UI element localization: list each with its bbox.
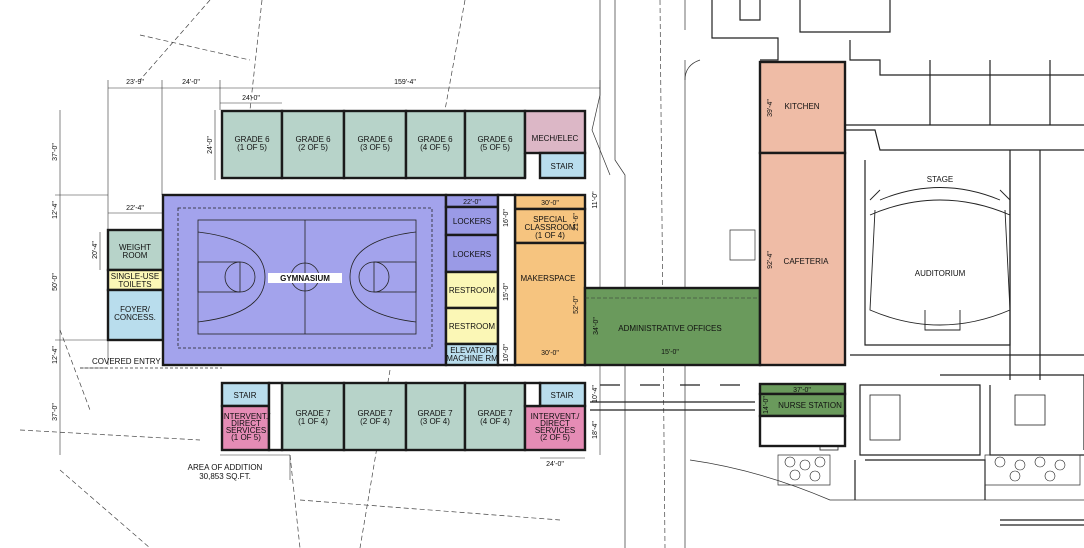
label-covered-entry: COVERED ENTRY [92,357,161,366]
label-nurse: NURSE STATION [778,401,842,410]
room-grade7-2 [342,381,408,452]
label-mech: MECH/ELEC [532,134,579,143]
dim-14-0: 14'-0" [763,396,770,414]
label-restroom-1: RESTROOM [449,286,496,295]
room-grade6-3 [342,109,408,180]
label-admin: ADMINISTRATIVE OFFICES [618,324,721,333]
label-kitchen: KITCHEN [784,102,819,111]
nurse-wing: 37'-0" NURSE STATION 14'-0" [758,382,847,448]
grade-6-wing: GRADE 6(1 OF 5) GRADE 6(2 OF 5) GRADE 6(… [220,109,587,180]
dimension-labels: 23'-9" 24'-0" 159'-4" 24'-0" 37'-0" 24'-… [52,79,599,468]
label-elevator: ELEVATOR/MACHINE RM [446,346,498,363]
dim-15-0-b: 15'-0" [661,349,679,356]
cafeteria-wing: KITCHEN CAFETERIA 39'-4" 92'-4" STAGE AU… [758,60,966,367]
covered-entry: COVERED ENTRY [80,357,222,369]
dim-50-0: 50'-0" [52,273,59,291]
room-grade7-3 [404,381,467,452]
dim-37-0-n: 37'-0" [793,387,811,394]
dim-22-0: 22'-0" [463,199,481,206]
locker-column: LOCKERS LOCKERS RESTROOM RESTROOM ELEVAT… [444,193,500,367]
dim-34-0: 34'-0" [593,317,600,335]
label-grade6-2: GRADE 6(2 OF 5) [295,135,331,152]
label-stair-top: STAIR [551,162,574,171]
room-grade6-1 [220,109,284,180]
dim-52-0: 52'-0" [573,296,580,314]
dim-24-0-top: 24'-0" [182,79,200,86]
room-cafeteria [758,151,847,367]
site-context [19,0,1084,548]
gymnasium: GYMNASIUM [161,193,448,367]
dim-21-6: 21'-6" [573,213,580,231]
dim-10-0: 10'-0" [503,344,510,362]
dim-10-4: 10'-4" [592,385,599,403]
label-cafeteria: CAFETERIA [784,257,830,266]
admin-wing: ADMINISTRATIVE OFFICES 15'-0" 34'-0" [583,286,762,367]
dim-12-4-b: 12'-4" [52,346,59,364]
dim-92-4: 92'-4" [767,251,774,269]
label-lockers-1: LOCKERS [453,217,491,226]
dim-37-0-left: 37'-0" [52,143,59,161]
dim-16-0: 16'-0" [503,209,510,227]
label-foyer: FOYER/CONCESS. [114,305,156,322]
dimension-lines [55,80,601,480]
room-restroom-1 [444,270,500,310]
label-grade6-3: GRADE 6(3 OF 5) [357,135,393,152]
dim-24-0-bot: 24'-0" [546,461,564,468]
label-gymnasium: GYMNASIUM [280,274,330,283]
dim-18-4: 18'-4" [592,421,599,439]
dim-15-0: 15'-0" [503,283,510,301]
dim-22-4: 22'-4" [126,205,144,212]
label-makerspace: MAKERSPACE [521,274,576,283]
dim-30-0-bot: 30'-0" [541,350,559,357]
room-restroom-2 [444,306,500,346]
dim-30-0-top: 30'-0" [541,200,559,207]
room-stair-top [538,151,587,180]
label-grade7-4: GRADE 7(4 OF 4) [477,409,513,426]
dim-20-4: 20'-4" [92,241,99,259]
label-restroom-2: RESTROOM [449,322,496,331]
room-weight [106,228,165,272]
label-grade7-3: GRADE 7(3 OF 4) [417,409,453,426]
label-stair-br: STAIR [551,391,574,400]
label-auditorium: AUDITORIUM [915,269,966,278]
dim-37-0-bottom: 37'-0" [52,403,59,421]
label-grade6-5: GRADE 6(5 OF 5) [477,135,513,152]
room-grade6-5 [463,109,527,180]
room-grade7-4 [463,381,527,452]
label-grade6-4: GRADE 6(4 OF 5) [417,135,453,152]
label-grade6-1: GRADE 6(1 OF 5) [234,135,270,152]
dim-39-4: 39'-4" [767,99,774,117]
dim-12-4-a: 12'-4" [52,201,59,219]
label-grade7-1: GRADE 7(1 OF 4) [295,409,331,426]
room-admin [583,286,762,367]
dim-24-0-vert: 24'-0" [207,136,214,154]
dim-23-9: 23'-9" [126,79,144,86]
room-interv-2 [523,404,587,452]
dim-159-4: 159'-4" [394,79,416,86]
label-grade7-2: GRADE 7(2 OF 4) [357,409,393,426]
dim-11-0: 11'-0" [592,191,599,209]
dim-24-0-grade: 24'-0" [242,95,260,102]
room-mech [523,109,587,155]
label-stage: STAGE [927,175,954,184]
label-lockers-2: LOCKERS [453,250,491,259]
label-stair-bl: STAIR [234,391,257,400]
